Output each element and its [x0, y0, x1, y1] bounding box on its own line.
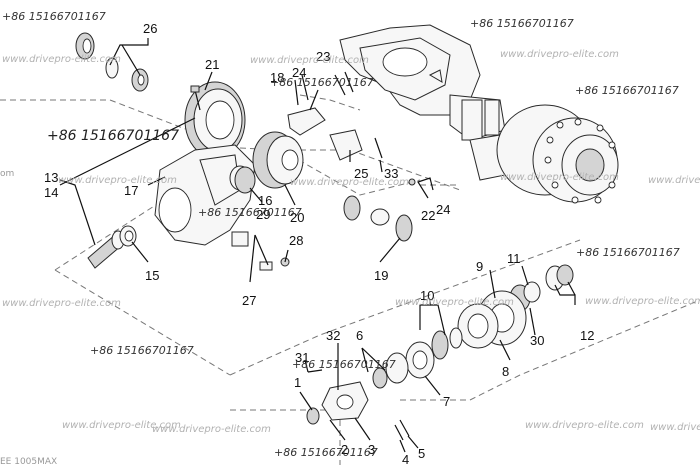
- differential-housing: [154, 144, 256, 246]
- watermark-site-10: www.drivepro-elite.com: [152, 424, 271, 435]
- leader-lines: [59, 38, 576, 453]
- watermark-phone-9: +86 15166701167: [274, 446, 378, 459]
- watermark-site-3: www.drivepro-elite.com: [500, 49, 619, 60]
- callout-labels: 26 21 23 18 24 13 14 17 16 29 20 25 33 2…: [44, 21, 594, 465]
- callout-23: 23: [316, 49, 330, 64]
- crown-wheel: [184, 81, 246, 159]
- callout-26: 26: [143, 21, 157, 36]
- watermark-phone-1: +86 15166701167: [2, 10, 106, 23]
- callout-7: 7: [443, 394, 450, 409]
- watermark-site-7: www.drivepro-elite.com: [2, 298, 121, 309]
- watermark-site-1: www.drivepro-elite.com: [2, 54, 121, 65]
- shim-15: [119, 225, 137, 247]
- callout-19: 19: [374, 268, 388, 283]
- watermark-site: www.drivepro-elite.com www.drivepro-elit…: [0, 49, 700, 465]
- nut-1: [306, 407, 320, 425]
- bolt-31-32: [307, 369, 323, 373]
- axle-housing: [339, 24, 506, 181]
- callout-3: 3: [368, 442, 375, 457]
- callout-14: 14: [44, 185, 58, 200]
- bearing-26c: [131, 68, 149, 92]
- gear-10-group: [431, 327, 463, 360]
- callout-22: 22: [421, 208, 435, 223]
- watermark-phone-7: +86 15166701167: [90, 344, 194, 357]
- watermark-phone-8: +86 15166701167: [292, 358, 396, 371]
- bearing-cap-25: [329, 129, 363, 161]
- callout-21: 21: [205, 57, 219, 72]
- watermark-phone-6: +86 15166701167: [576, 246, 680, 259]
- bearing-16: [234, 166, 256, 194]
- washer-11-group: [545, 264, 574, 291]
- bolt-23: [334, 71, 354, 96]
- callout-33: 33: [384, 166, 398, 181]
- callout-4: 4: [402, 452, 409, 465]
- hub-flange-8-9: [457, 290, 527, 349]
- watermark-site-8: www.drivepro-elite.com: [395, 297, 514, 308]
- wheel-hub: [496, 104, 619, 204]
- callout-5: 5: [418, 446, 425, 461]
- callout-25: 25: [354, 166, 368, 181]
- watermark-site-6: www.drivepro-elite.com: [500, 172, 619, 183]
- bolt-4-5: [394, 419, 410, 441]
- bearing-cap-18: [287, 107, 326, 136]
- callout-27: 27: [242, 293, 256, 308]
- ring-22: [408, 178, 416, 186]
- callout-31: 31: [295, 350, 309, 365]
- callout-1: 1: [294, 375, 301, 390]
- callout-32: 32: [326, 328, 340, 343]
- callout-13: 13: [44, 170, 58, 185]
- callout-29: 29: [256, 207, 270, 222]
- callout-16: 16: [258, 193, 272, 208]
- watermark-site-12: www.drivepro-elite.com: [62, 420, 181, 431]
- bolt-21: [190, 85, 201, 111]
- flange-6: [372, 352, 409, 389]
- watermark-site-9: www.drivepro-elite.com: [585, 296, 700, 307]
- callout-20: 20: [290, 210, 304, 225]
- diff-case-20: [252, 131, 304, 189]
- watermark-site-14: www.drivepro-elite.com: [650, 422, 700, 433]
- callout-24-right: 24: [436, 202, 450, 217]
- watermark-site-5: www.drivepro-elite.com: [290, 177, 409, 188]
- bearing-26b: [105, 57, 119, 79]
- callout-2: 2: [341, 442, 348, 457]
- watermark-phone-3: +86 15166701167: [47, 128, 179, 144]
- watermark-phone-10: +86 15166701167: [270, 76, 374, 89]
- callout-17: 17: [124, 183, 138, 198]
- bearing-19: [395, 214, 413, 242]
- callout-30: 30: [530, 333, 544, 348]
- yoke-2-3: [321, 381, 369, 421]
- callout-6: 6: [356, 328, 363, 343]
- watermark-fragment-bottom: EE 1005MAX: [0, 457, 57, 465]
- side-gear: [343, 195, 361, 221]
- bolt-33: [374, 137, 383, 159]
- seal-7: [405, 341, 435, 379]
- watermark-phone: +86 15166701167 +86 15166701167 +86 1516…: [2, 10, 680, 459]
- callout-12: 12: [580, 328, 594, 343]
- watermark-phone-2: +86 15166701167: [470, 17, 574, 30]
- callout-28: 28: [289, 233, 303, 248]
- plug-27-29: [231, 231, 290, 271]
- bearing-cup-19a: [370, 208, 390, 226]
- callout-24-top: 24: [292, 65, 306, 80]
- callout-9: 9: [476, 259, 483, 274]
- watermark-site-11: www.drivepro-elite.com: [525, 420, 644, 431]
- watermark-phone-4: +86 15166701167: [575, 84, 679, 97]
- watermark-fragment: om: [0, 169, 14, 179]
- callout-11: 11: [507, 251, 521, 266]
- callout-18: 18: [270, 70, 284, 85]
- watermark-site-4: www.drivepro-elite.com: [58, 175, 177, 186]
- watermark-phone-5: +86 15166701167: [198, 206, 302, 219]
- callout-15: 15: [145, 268, 159, 283]
- watermark-site-13: www.drivepro-elite.com: [648, 175, 700, 186]
- watermark-site-2: www.drivepro-elite.com: [250, 55, 369, 66]
- callout-8: 8: [502, 364, 509, 379]
- bearing-26a: [75, 32, 95, 60]
- callout-10: 10: [420, 288, 434, 303]
